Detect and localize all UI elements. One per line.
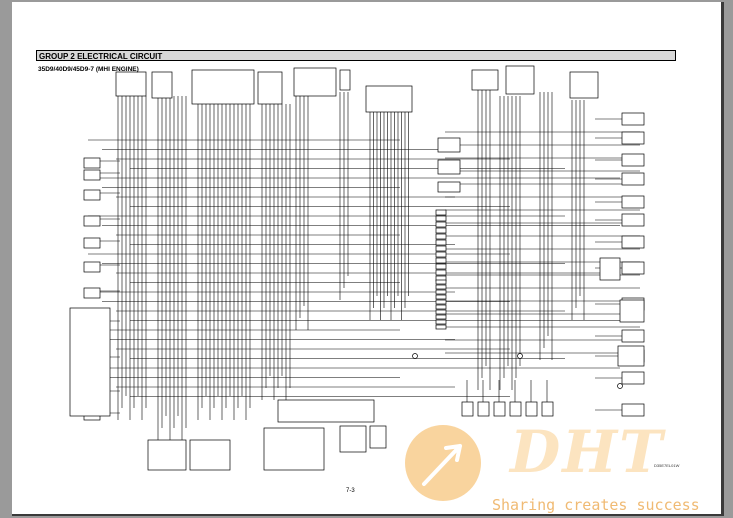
sensor-block [477, 401, 490, 417]
relay-pin [435, 209, 447, 216]
horn-block [339, 425, 367, 453]
right-component-block [621, 153, 645, 167]
relay-pin [435, 324, 447, 330]
relay-pin [435, 221, 447, 228]
switch-panel-block [69, 307, 111, 417]
lamp-block [437, 159, 461, 175]
sensor-block [509, 401, 522, 417]
relay-pin [435, 269, 447, 276]
lamp-block [437, 137, 461, 153]
top-connector-block [505, 65, 535, 95]
right-component-block [621, 403, 645, 417]
relay-pin [435, 289, 447, 295]
relay-pin [435, 233, 447, 240]
relay-pin [435, 284, 447, 290]
relay-pin [435, 304, 447, 310]
ground-node-icon [517, 353, 523, 359]
ground-symbols [412, 353, 623, 389]
connector-block [83, 287, 101, 299]
relay-block [599, 257, 621, 281]
sensor-block [493, 401, 506, 417]
watermark-tagline: Sharing creates success [492, 496, 700, 514]
sensor-block [369, 425, 387, 449]
connector-block [83, 215, 101, 227]
right-component-block [621, 213, 645, 227]
relay-pin [435, 257, 447, 264]
diagram-subtitle: 35D9/40D9/45D9-7 (MHI ENGINE) [38, 66, 139, 73]
relay-pin [435, 314, 447, 320]
relay-pin [435, 251, 447, 258]
relay-pin [435, 279, 447, 285]
relay-pin [435, 245, 447, 252]
relay-pin [435, 319, 447, 325]
sensor-block [461, 401, 474, 417]
top-connector-block [151, 71, 173, 99]
top-connector-block [115, 71, 147, 97]
sensor-block [525, 401, 538, 417]
bottom-module-block [189, 439, 231, 471]
watermark-brand: DHT [510, 418, 665, 486]
relay-pin [435, 294, 447, 300]
relay-pin [435, 239, 447, 246]
wire-network [88, 66, 640, 440]
relay-pin [435, 299, 447, 305]
connector-block [83, 169, 101, 181]
right-component-block [621, 195, 645, 209]
page-number: 7-3 [346, 488, 355, 494]
relay-pin [435, 309, 447, 315]
right-component-block [621, 371, 645, 385]
right-component-block [621, 329, 645, 343]
top-connector-block [569, 71, 599, 99]
right-component-block [621, 131, 645, 145]
watermark-logo-icon [405, 425, 481, 501]
connector-block [83, 261, 101, 273]
solenoid-block [617, 345, 645, 367]
ground-node-icon [412, 353, 418, 359]
sensor-block [541, 401, 554, 417]
relay-pin [435, 215, 447, 222]
controller-block [263, 427, 325, 471]
right-component-block [621, 235, 645, 249]
connector-block [83, 189, 101, 201]
top-connector-block [365, 85, 413, 113]
relay-pin [435, 263, 447, 270]
connector-block [83, 157, 101, 169]
figure-code: D35E7EL01W [654, 463, 680, 468]
relay-pin [435, 227, 447, 234]
top-connector-block [293, 67, 337, 97]
right-component-block [621, 261, 645, 275]
component-blocks [69, 65, 645, 471]
harness-block [277, 399, 375, 423]
top-connector-block [339, 69, 351, 91]
top-connector-block [471, 69, 499, 91]
connector-block [83, 237, 101, 249]
motor-block [619, 299, 645, 323]
right-component-block [621, 112, 645, 126]
top-connector-block [257, 71, 283, 105]
right-component-block [621, 172, 645, 186]
ground-node-icon [617, 383, 623, 389]
top-connector-block [191, 69, 255, 105]
lamp-block [437, 181, 461, 193]
group-title-bar: GROUP 2 ELECTRICAL CIRCUIT [36, 50, 676, 61]
bottom-module-block [147, 439, 187, 471]
